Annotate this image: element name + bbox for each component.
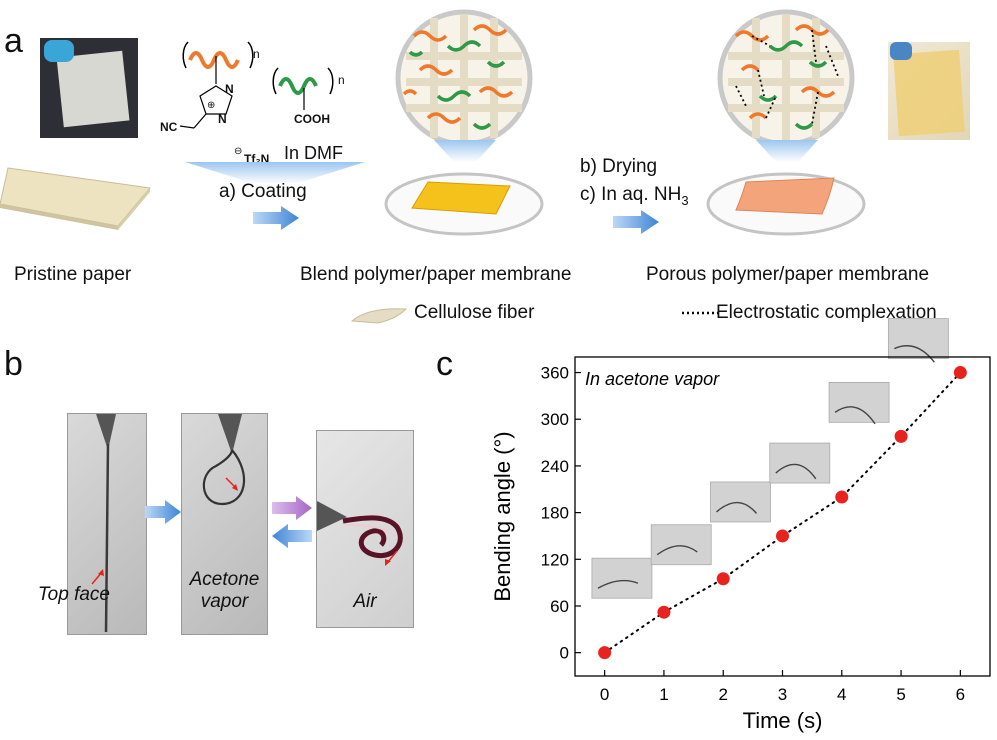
cellulose-fiber-icon (350, 308, 408, 324)
y-axis-label: Bending angle (°) (490, 431, 515, 601)
y-tick-label: 360 (541, 364, 569, 383)
zoom-beam-2 (756, 140, 818, 162)
chemical-structures (179, 41, 334, 129)
legend-cellulose: Cellulose fiber (414, 302, 535, 323)
inset-photo (769, 442, 831, 484)
zoom-beam-1 (434, 140, 496, 162)
chem-n-cation: N (218, 112, 227, 126)
arrow-to-air-icon (272, 496, 312, 520)
legend-electrostatic: Electrostatic complexation (716, 302, 937, 323)
x-tick-label: 1 (659, 685, 668, 704)
porous-membrane-photo (888, 42, 970, 140)
y-tick-label: 300 (541, 410, 569, 429)
y-tick-label: 240 (541, 457, 569, 476)
panel-b-letter: b (4, 345, 23, 383)
porous-membrane-zoom (717, 9, 855, 147)
chem-n-subscript-2: n (338, 73, 345, 87)
panel-a-letter: a (4, 22, 23, 60)
coating-beam (185, 162, 365, 184)
chem-minus-sign: ⊖ (234, 146, 243, 157)
solvent-label: In DMF (284, 143, 344, 163)
pristine-paper-photo (40, 38, 138, 138)
label-air: Air (353, 591, 377, 612)
x-tick-label: 5 (896, 685, 905, 704)
inset-photo (887, 318, 949, 363)
x-axis-label: Time (s) (743, 708, 823, 733)
data-point (835, 490, 849, 504)
chem-cooh: COOH (294, 112, 330, 126)
step-b-label: b) Drying (580, 156, 658, 177)
data-point (953, 366, 967, 380)
label-porous: Porous polymer/paper membrane (646, 264, 930, 285)
y-tick-label: 60 (550, 597, 569, 616)
data-point (657, 605, 671, 619)
arrow-coating-icon (253, 206, 299, 230)
blend-membrane-zoom (395, 9, 533, 147)
step-a-label: a) Coating (219, 181, 307, 202)
panel-c-letter: c (436, 345, 453, 383)
inset-photo (828, 381, 890, 425)
arrow-drying-icon (613, 210, 659, 234)
x-tick-label: 3 (778, 685, 787, 704)
inset-photo (591, 557, 653, 599)
arrow-to-acetone-icon (145, 500, 181, 524)
chem-plus-sign: ⊕ (207, 100, 216, 111)
chart-insets (591, 318, 949, 599)
label-blend: Blend polymer/paper membrane (300, 264, 572, 285)
data-point (716, 572, 730, 586)
x-tick-label: 0 (600, 685, 609, 704)
data-point (894, 429, 908, 443)
x-tick-label: 4 (837, 685, 846, 704)
y-tick-label: 0 (560, 644, 569, 663)
inset-photo (710, 481, 771, 523)
plot-frame (574, 356, 991, 677)
y-tick-label: 120 (541, 550, 569, 569)
data-point (776, 529, 789, 543)
chem-ring-n: N (225, 82, 234, 96)
blend-membrane-dish (384, 172, 544, 236)
photo-air: Air (316, 430, 414, 628)
label-top-face: Top face (37, 584, 110, 605)
porous-membrane-dish (706, 172, 866, 236)
y-tick-label: 180 (541, 504, 569, 523)
step-c-label: c) In aq. NH3 (580, 184, 689, 208)
electrostatic-line-icon (682, 311, 718, 315)
chem-n-subscript-1: n (253, 47, 260, 61)
inset-photo (650, 524, 712, 566)
pristine-paper-slab (0, 167, 151, 230)
chem-nc: NC (160, 120, 178, 134)
x-tick-label: 6 (956, 685, 965, 704)
data-point (598, 646, 612, 660)
x-tick-label: 2 (718, 685, 727, 704)
photo-top-face: Top face (38, 413, 147, 635)
chart-annotation: In acetone vapor (585, 369, 720, 389)
label-pristine: Pristine paper (14, 264, 132, 285)
arrow-back-to-acetone-icon (272, 524, 312, 548)
